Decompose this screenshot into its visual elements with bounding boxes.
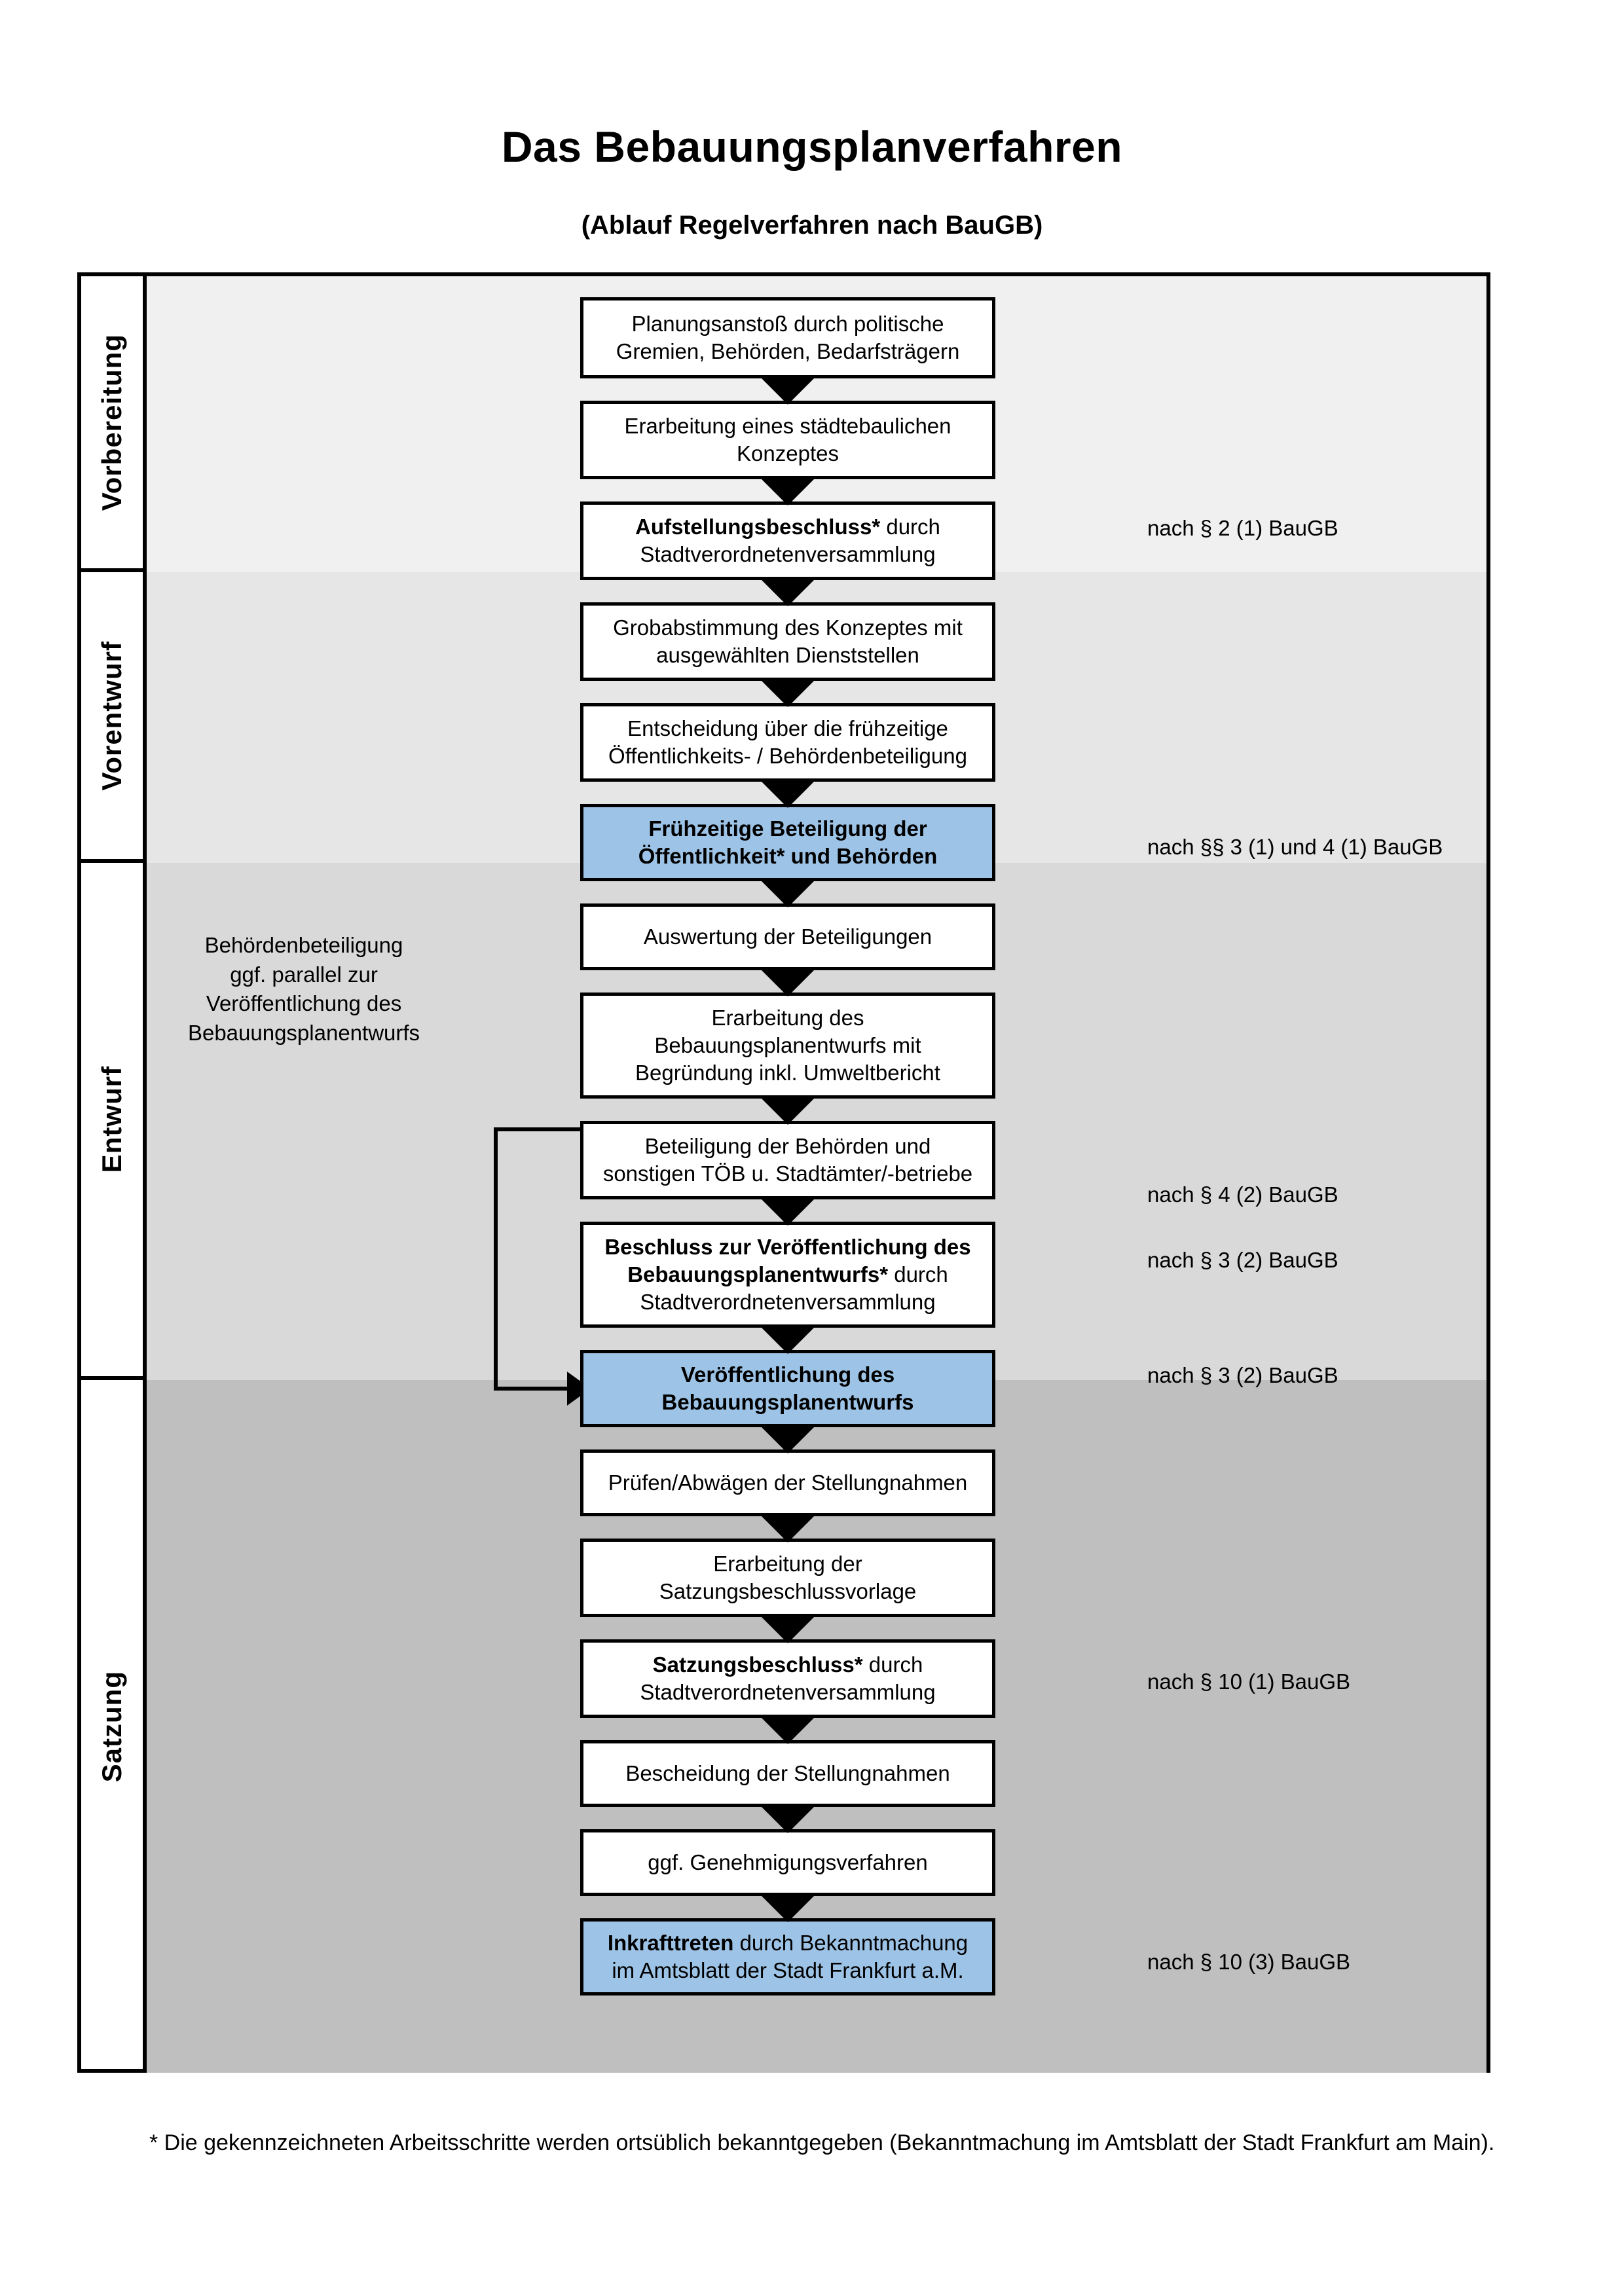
flow-arrow-down-icon — [759, 1325, 817, 1354]
step-line-2: Satzungsbeschlussvorlage — [659, 1579, 917, 1603]
step-bold-text: Inkrafttreten — [607, 1930, 734, 1955]
step-box-erarbeitung-bplan[interactable]: Erarbeitung des Bebauungsplanentwurfs mi… — [580, 993, 995, 1099]
step-line-1: Erarbeitung des — [711, 1005, 864, 1030]
parallel-path-connector — [494, 1127, 591, 1131]
step-box-beschluss-veroeffentlichung[interactable]: Beschluss zur Veröffentlichung des Bebau… — [580, 1222, 995, 1328]
step-box-staedtebau-konzept[interactable]: Erarbeitung eines städtebaulichen Konzep… — [580, 401, 995, 479]
phase-label-text: Entwurf — [96, 1066, 127, 1173]
reference-par10-1: nach § 10 (1) BauGB — [1147, 1669, 1351, 1694]
step-line-2: sonstigen TÖB u. Stadtämter/-betriebe — [602, 1161, 973, 1186]
reference-par2-1: nach § 2 (1) BauGB — [1147, 516, 1338, 540]
flow-arrow-down-icon — [759, 968, 817, 996]
step-box-beteiligung-behoerden[interactable]: Beteiligung der Behörden und sonstigen T… — [580, 1121, 995, 1199]
step-line-1: Erarbeitung der — [713, 1551, 862, 1576]
parallel-path-connector-vertical — [494, 1127, 498, 1391]
step-rest-text: durch — [880, 514, 940, 539]
flow-arrow-down-icon — [759, 1804, 817, 1833]
step-line-2: Gremien, Behörden, Bedarfsträgern — [616, 339, 960, 363]
step-line-2: Bebauungsplanentwurfs — [661, 1390, 914, 1414]
step-rest-text: durch — [888, 1262, 948, 1286]
flow-arrow-down-icon — [759, 879, 817, 907]
phase-label-entwurf: Entwurf — [81, 863, 143, 1380]
flow-arrow-down-icon — [759, 1715, 817, 1744]
step-bold-text: Aufstellungsbeschluss* — [635, 514, 881, 539]
step-rest-text: durch Bekanntmachung — [733, 1930, 969, 1955]
flow-arrow-down-icon — [759, 1514, 817, 1542]
step-box-genehmigungsverfahren[interactable]: ggf. Genehmigungsverfahren — [580, 1829, 995, 1896]
sidenote-behoerdenbeteiligung: Behördenbeteiligung ggf. parallel zur Ve… — [173, 931, 435, 1048]
flow-arrow-down-icon — [759, 1614, 817, 1643]
step-line-1: ggf. Genehmigungsverfahren — [648, 1850, 928, 1874]
step-line-1: Prüfen/Abwägen der Stellungnahmen — [608, 1470, 968, 1495]
step-line-1: Beteiligung der Behörden und — [644, 1133, 931, 1158]
phase-label-text: Satzung — [96, 1670, 127, 1783]
step-line-1: Erarbeitung eines städtebaulichen — [624, 413, 951, 438]
flow-arrow-down-icon — [759, 678, 817, 707]
step-box-satzungsvorlage[interactable]: Erarbeitung der Satzungsbeschlussvorlage — [580, 1539, 995, 1617]
step-line-2: Stadtverordnetenversammlung — [640, 1680, 936, 1704]
step-rest-text: durch — [862, 1652, 923, 1677]
step-line-1: Veröffentlichung des — [680, 1362, 895, 1387]
phase-label-vorbereitung: Vorbereitung — [81, 276, 143, 572]
sidenote-line-3: Veröffentlichung des — [206, 991, 402, 1016]
page-subtitle: (Ablauf Regelverfahren nach BauGB) — [581, 211, 1043, 240]
flow-arrow-down-icon — [759, 1425, 817, 1453]
step-box-planungsanstoss[interactable]: Planungsanstoß durch politische Gremien,… — [580, 297, 995, 378]
step-box-fruehzeitige-beteiligung[interactable]: Frühzeitige Beteiligung der Öffentlichke… — [580, 804, 995, 881]
sidenote-line-2: ggf. parallel zur — [230, 962, 378, 987]
flow-arrow-down-icon — [759, 779, 817, 808]
step-line-1: Entscheidung über die frühzeitige — [627, 716, 948, 740]
flow-arrow-down-icon — [759, 577, 817, 606]
step-line-1: Grobabstimmung des Konzeptes mit — [613, 615, 963, 640]
flow-arrow-down-icon — [759, 1096, 817, 1125]
phase-label-text: Vorentwurf — [96, 640, 127, 791]
sidenote-line-1: Behördenbeteiligung — [204, 933, 403, 957]
step-line-1: Bescheidung der Stellungnahmen — [625, 1760, 950, 1785]
step-line-2: im Amtsblatt der Stadt Frankfurt a.M. — [612, 1958, 964, 1982]
reference-par3-2a: nach § 3 (2) BauGB — [1147, 1248, 1338, 1272]
reference-par3-4-1: nach §§ 3 (1) und 4 (1) BauGB — [1147, 835, 1443, 859]
step-line-1: Frühzeitige Beteiligung der — [648, 816, 927, 841]
phase-label-satzung: Satzung — [81, 1380, 143, 2073]
footnote-text: * Die gekennzeichneten Arbeitsschritte w… — [149, 2130, 1495, 2155]
flow-arrow-down-icon — [759, 477, 817, 505]
step-line-1: Auswertung der Beteiligungen — [643, 924, 932, 949]
step-line-2: Bebauungsplanentwurfs mit — [654, 1032, 921, 1057]
flowchart-frame: Vorbereitung Vorentwurf Entwurf Satzung … — [77, 272, 1490, 2073]
step-line-3: Begründung inkl. Umweltbericht — [635, 1061, 940, 1085]
step-box-auswertung[interactable]: Auswertung der Beteiligungen — [580, 903, 995, 970]
step-line-2: Stadtverordnetenversammlung — [640, 542, 936, 566]
reference-par4-2: nach § 4 (2) BauGB — [1147, 1182, 1338, 1207]
step-box-satzungsbeschluss[interactable]: Satzungsbeschluss* durch Stadtverordnete… — [580, 1639, 995, 1718]
step-box-inkrafttreten[interactable]: Inkrafttreten durch Bekanntmachung im Am… — [580, 1918, 995, 1995]
step-line-3: Stadtverordnetenversammlung — [640, 1290, 936, 1315]
flow-arrow-down-icon — [759, 376, 817, 405]
step-line-2: Öffentlichkeits- / Behördenbeteiligung — [608, 744, 967, 768]
parallel-path-connector-bottom — [494, 1387, 571, 1391]
step-bold-text: Satzungsbeschluss* — [652, 1652, 863, 1677]
step-line-1: Planungsanstoß durch politische — [631, 311, 944, 336]
step-box-grobabstimmung[interactable]: Grobabstimmung des Konzeptes mit ausgewä… — [580, 602, 995, 681]
step-box-pruefen-abwaegen[interactable]: Prüfen/Abwägen der Stellungnahmen — [580, 1449, 995, 1516]
reference-par3-2b: nach § 3 (2) BauGB — [1147, 1363, 1338, 1387]
step-box-aufstellungsbeschluss[interactable]: Aufstellungsbeschluss* durch Stadtverord… — [580, 501, 995, 580]
phase-label-text: Vorbereitung — [96, 333, 127, 511]
step-line-2: Öffentlichkeit* und Behörden — [638, 844, 938, 868]
step-line-2: Konzeptes — [737, 441, 839, 465]
flow-arrow-down-icon — [759, 1197, 817, 1226]
step-box-veroeffentlichung[interactable]: Veröffentlichung des Bebauungsplanentwur… — [580, 1350, 995, 1427]
page-title: Das Bebauungsplanverfahren — [501, 122, 1123, 171]
flow-arrow-down-icon — [759, 1893, 817, 1922]
reference-par10-3: nach § 10 (3) BauGB — [1147, 1950, 1351, 1974]
step-box-entscheidung-fruehzeitig[interactable]: Entscheidung über die frühzeitige Öffent… — [580, 703, 995, 782]
step-bold-line-1: Beschluss zur Veröffentlichung des — [604, 1234, 971, 1259]
step-line-2: ausgewählten Dienststellen — [656, 643, 919, 667]
step-bold-line-2: Bebauungsplanentwurfs* — [627, 1262, 889, 1286]
sidenote-line-4: Bebauungsplanentwurfs — [187, 1020, 420, 1045]
step-box-bescheidung[interactable]: Bescheidung der Stellungnahmen — [580, 1740, 995, 1807]
phase-label-vorentwurf: Vorentwurf — [81, 572, 143, 863]
phase-label-column: Vorbereitung Vorentwurf Entwurf Satzung — [81, 276, 147, 2069]
